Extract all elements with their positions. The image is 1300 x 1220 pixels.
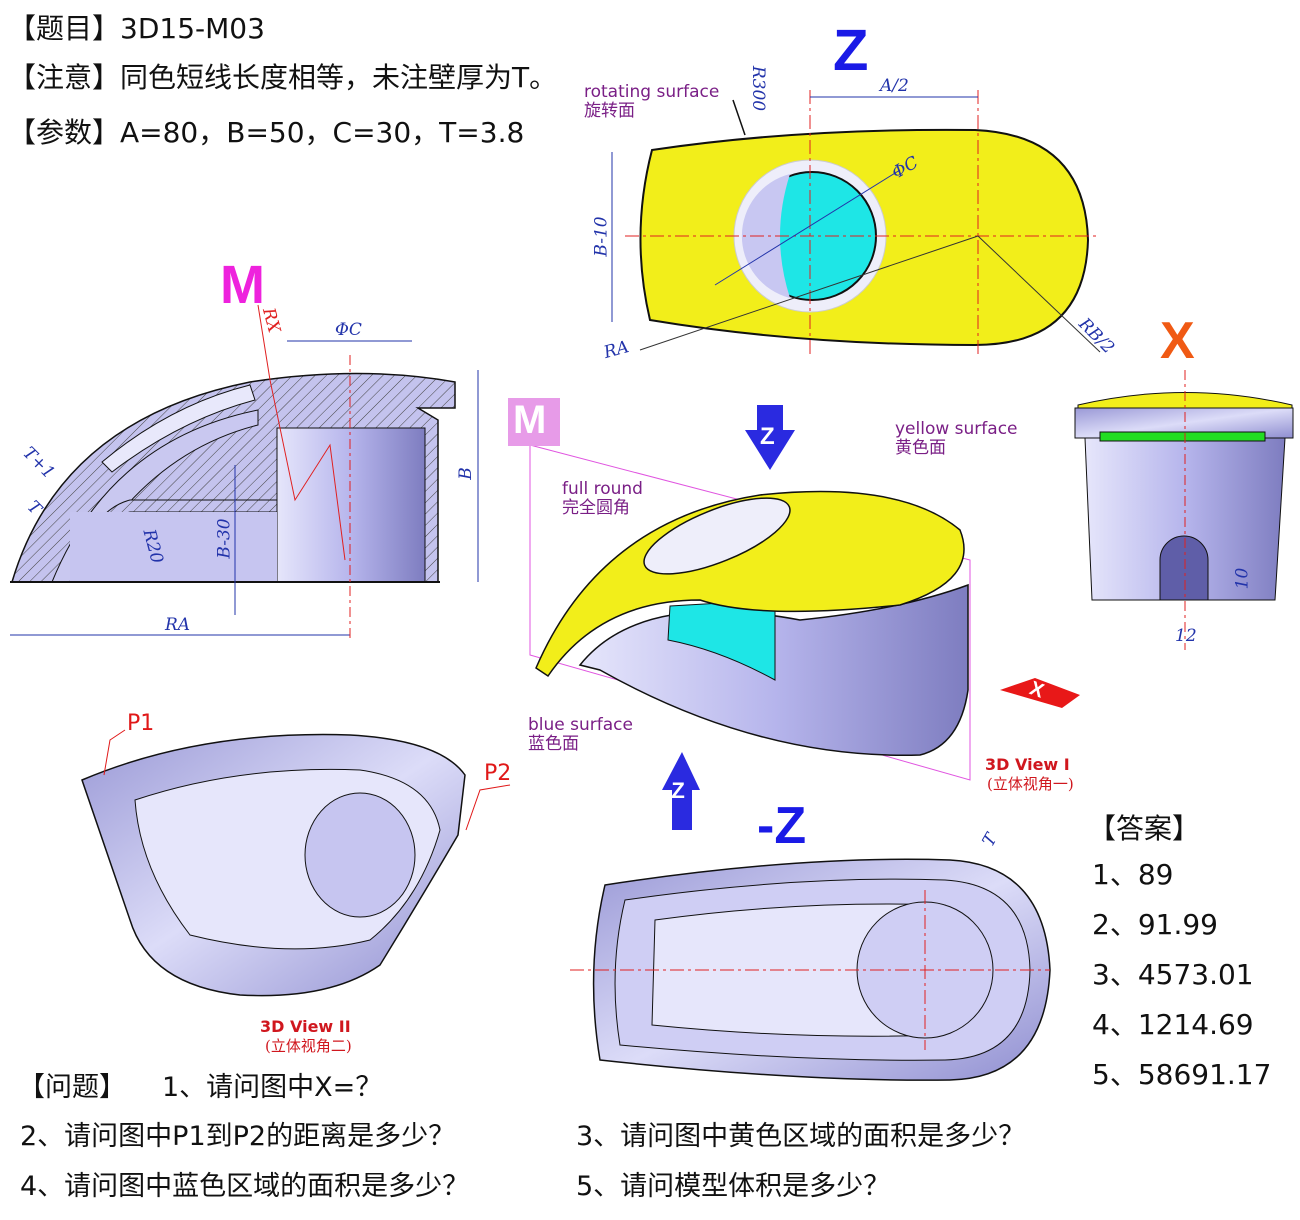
point-p1-label: P1 (127, 711, 155, 736)
question-2: 2、请问图中P1到P2的距离是多少？ (20, 1121, 456, 1152)
bottom-view-drawing (570, 858, 1051, 1081)
top-view-drawing (611, 90, 1101, 355)
view-label-neg-z: -Z (757, 797, 807, 855)
problem-note: 【注意】同色短线长度相等，未注壁厚为T。 (8, 61, 558, 94)
3d-view-1-title: 3D View I (985, 755, 1070, 774)
problem-title: 【题目】3D15-M03 (8, 12, 265, 45)
blue-surface (667, 599, 776, 681)
3d-view-1-title-cn: (立体视角一) (987, 775, 1074, 793)
yellow-surface-label-cn: 黄色面 (895, 438, 946, 458)
dim-b-minus-10: B-10 (591, 216, 612, 257)
answers-heading: 【答案】 (1088, 812, 1201, 845)
3d-view-2-title: 3D View II (260, 1017, 351, 1036)
rotating-surface-label-cn: 旋转面 (584, 101, 635, 121)
question-5: 5、请问模型体积是多少？ (576, 1171, 891, 1202)
3d-view-1-drawing (508, 398, 1080, 830)
answer-2: 2、91.99 (1092, 908, 1218, 941)
section-view-drawing (10, 304, 479, 640)
view-label-z: Z (833, 18, 869, 83)
question-3: 3、请问图中黄色区域的面积是多少？ (576, 1121, 1026, 1152)
dim-ra-section: RA (165, 615, 191, 635)
answer-1: 1、89 (1092, 858, 1174, 891)
blue-surface-label-cn: 蓝色面 (528, 734, 579, 754)
answer-4: 4、1214.69 (1092, 1008, 1254, 1041)
full-round-label-cn: 完全圆角 (562, 498, 630, 518)
dim-r300: R300 (748, 65, 769, 112)
yellow-surface (535, 490, 965, 678)
view-label-m: M (220, 255, 265, 315)
x-view-drawing (1074, 370, 1294, 650)
question-4: 4、请问图中蓝色区域的面积是多少？ (20, 1171, 470, 1202)
question-1: 1、请问图中X=？ (162, 1072, 383, 1103)
m-plane-label: M (513, 398, 547, 442)
dim-b-minus-30: B-30 (214, 518, 235, 559)
dim-a-half: A/2 (880, 76, 909, 96)
point-p2-label: P2 (484, 761, 512, 786)
questions-heading: 【问题】 (18, 1072, 126, 1103)
yellow-surface-label-en: yellow surface (895, 419, 1018, 439)
view-label-x: X (1160, 312, 1195, 370)
3d-view-2-title-cn: (立体视角二) (265, 1037, 352, 1055)
z-arrow-label: Z (760, 423, 775, 450)
dim-10: 10 (1232, 567, 1253, 590)
answer-3: 3、4573.01 (1092, 958, 1254, 991)
dim-rx: RX (258, 305, 284, 335)
blue-surface-label-en: blue surface (528, 715, 633, 735)
rotating-surface-label-en: rotating surface (584, 82, 720, 102)
answer-5: 5、58691.17 (1092, 1058, 1272, 1091)
dim-b: B (455, 467, 476, 480)
problem-params: 【参数】A=80，B=50，C=30，T=3.8 (8, 116, 525, 149)
3d-view-2-drawing (81, 729, 511, 997)
dim-12: 12 (1175, 626, 1197, 646)
neg-z-arrow-label: -Z (664, 778, 685, 803)
full-round-label-en: full round (562, 479, 643, 499)
dim-phi-c-section: ΦC (335, 320, 362, 340)
